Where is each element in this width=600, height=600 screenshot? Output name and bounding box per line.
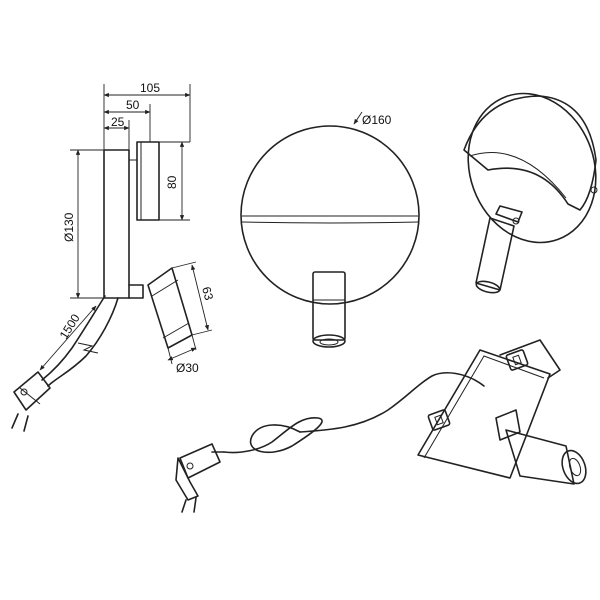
spotlight-side [147, 267, 193, 349]
cable-mount [299, 372, 485, 433]
dim-105: 105 [140, 81, 160, 95]
dim-diameter-30: Ø30 [176, 361, 199, 375]
wall-plate-front [240, 125, 420, 305]
bracket-side [128, 284, 144, 299]
dim-diameter-160: Ø160 [362, 113, 392, 127]
dim-25: 25 [111, 115, 125, 129]
perspective-view [463, 92, 598, 294]
side-view: 105 50 25 80 Ø130 1500 63 Ø30 [11, 81, 216, 432]
lamp-head-perspective [463, 95, 597, 211]
switch-lower[interactable] [427, 409, 451, 431]
spotlight-perspective [475, 205, 523, 294]
dim-diameter-130: Ø130 [62, 212, 76, 242]
wall-plate-side [103, 149, 130, 299]
front-view: Ø160 [240, 111, 420, 348]
mounting-view [175, 339, 587, 513]
lamp-head-side [136, 141, 160, 221]
plug-bottom [175, 443, 221, 513]
dim-50: 50 [126, 98, 140, 112]
switch-upper[interactable] [505, 349, 529, 371]
cable-knot [223, 417, 323, 454]
mounting-plate [417, 339, 561, 479]
dim-80: 80 [165, 175, 179, 189]
dim-63: 63 [199, 285, 216, 302]
wall-plate-perspective [467, 92, 597, 244]
plug-side [11, 371, 51, 432]
spotlight-mount [495, 409, 587, 485]
spotlight-front [312, 271, 346, 348]
